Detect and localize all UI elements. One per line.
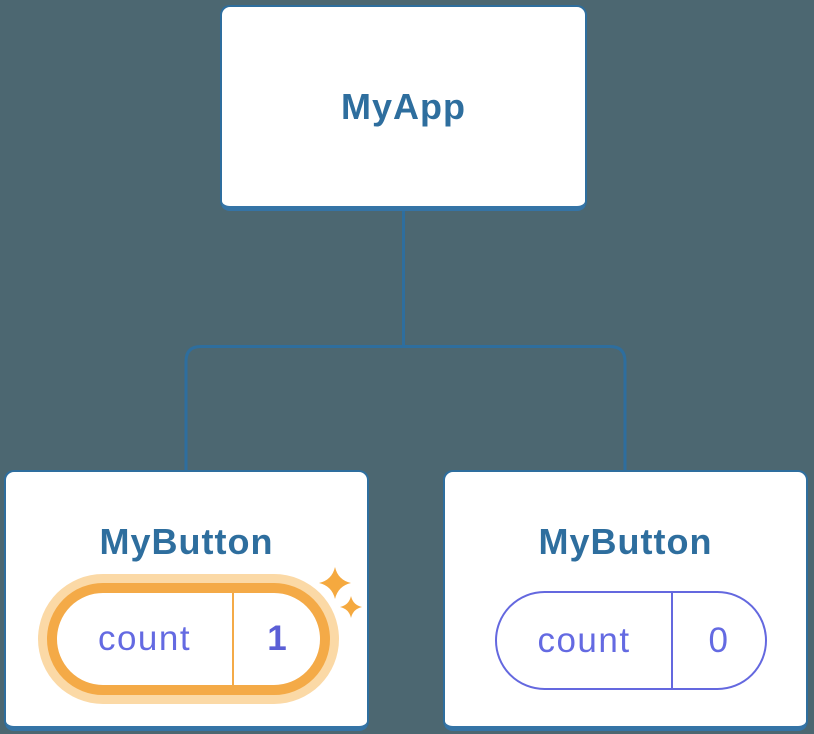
sparkle-large [319,567,351,599]
state-pill-plain: count 0 [495,591,767,690]
pill-divider [671,593,673,688]
node-mybutton-plain-label: MyButton [538,521,713,562]
node-myapp-label: MyApp [341,85,466,127]
state-pill-active: count 1 [47,583,330,695]
node-myapp: MyApp [220,5,587,211]
pill-divider [232,593,234,685]
node-mybutton-plain: MyButton count 0 [443,470,808,731]
node-mybutton-active: MyButton count 1 [4,470,369,731]
sparkle-small [340,596,362,618]
state-key-label: count [97,619,192,658]
node-mybutton-active-label: MyButton [99,521,274,562]
state-value: 1 [267,619,287,658]
connector-branch-bracket [184,345,627,472]
sparkle-icon [319,567,362,618]
state-value: 0 [708,620,730,660]
state-key-label: count [537,620,631,660]
